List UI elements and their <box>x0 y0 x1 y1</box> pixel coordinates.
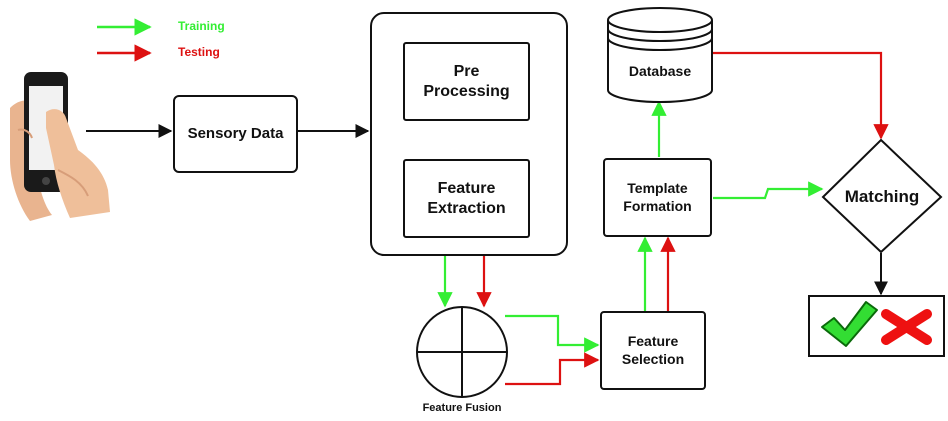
matching-diamond <box>821 138 943 254</box>
green-check-icon <box>821 301 878 347</box>
arrow-template-to-matching-green <box>713 181 824 200</box>
arrow-database-to-matching-red <box>713 51 889 140</box>
legend-testing-label: Testing <box>178 45 220 59</box>
legend-training-label: Training <box>178 19 225 33</box>
database-cylinder <box>607 7 713 103</box>
feature-fusion-label: Feature Fusion <box>422 402 502 414</box>
template-formation-box: Template Formation <box>603 158 712 237</box>
matching-label: Matching <box>844 187 920 206</box>
arrow-fusion-to-selection-red <box>505 352 600 386</box>
feature-selection-box: Feature Selection <box>600 311 706 390</box>
smartphone-touch-icon <box>10 72 110 221</box>
arrow-fusion-to-selection-green <box>505 314 600 353</box>
database-label: Database <box>628 63 692 79</box>
pre-processing-box: Pre Processing <box>403 42 530 121</box>
sensory-data-box: Sensory Data <box>173 95 298 173</box>
feature-extraction-box: Feature Extraction <box>403 159 530 238</box>
red-cross-icon <box>881 309 932 345</box>
feature-fusion-node <box>416 306 508 398</box>
